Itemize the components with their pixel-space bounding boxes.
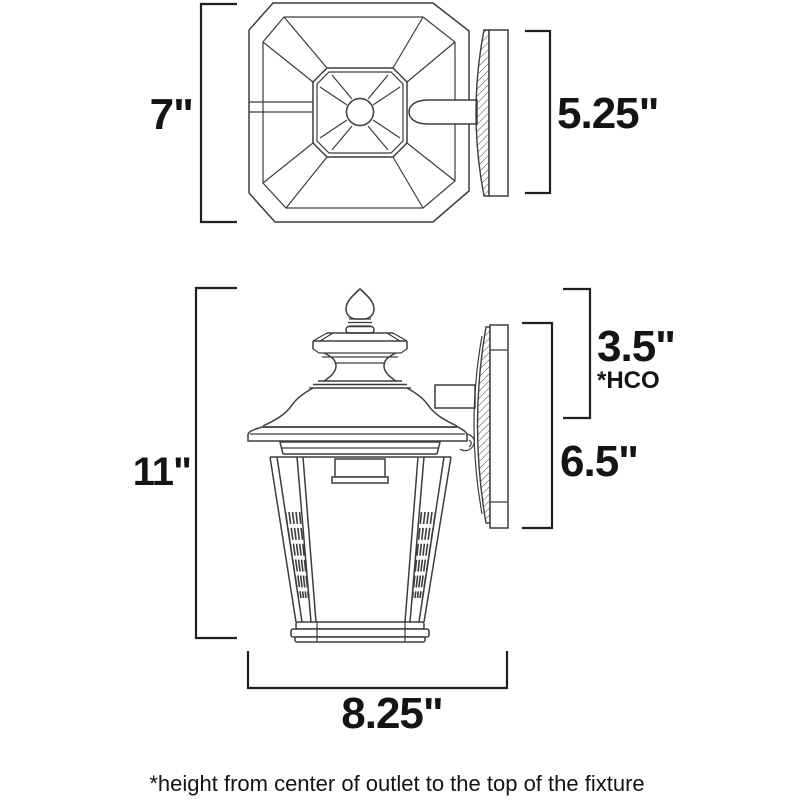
arm-scroll [459, 433, 475, 452]
hco-note: *HCO [597, 367, 660, 394]
mounting-arm-top [408, 99, 478, 125]
finial [345, 288, 375, 334]
dim-7in-bracket [199, 2, 237, 224]
socket-box [331, 458, 389, 484]
bell-roof [262, 387, 458, 427]
dim-5-25in-label: 5.25" [557, 89, 659, 138]
dim-8-25in-label: 8.25" [341, 689, 443, 738]
backplate-top [475, 29, 509, 197]
dim-11in-bracket [194, 286, 237, 640]
dim-3-5in-label: 3.5" [597, 322, 675, 371]
dim-7in-label: 7" [150, 90, 193, 139]
base [290, 621, 430, 643]
dim-5-25in-bracket [525, 29, 552, 195]
dim-8-25in-bracket [246, 651, 509, 690]
mounting-arm-side [434, 384, 476, 409]
top-view-roof [248, 2, 470, 223]
finial-top-circle [345, 97, 375, 127]
dim-6-5in-bracket [522, 321, 554, 530]
backplate-side [473, 324, 509, 529]
dim-11in-label: 11" [133, 450, 191, 494]
dim-3-5in-bracket [563, 287, 592, 420]
roof-cap [309, 332, 411, 389]
left-ridge-band [249, 101, 313, 113]
footnote-text: *height from center of outlet to the top… [149, 771, 644, 796]
cage [269, 456, 452, 623]
louvers-right [411, 511, 437, 599]
side-view: 11" [133, 286, 676, 738]
dim-6-5in-label: 6.5" [560, 437, 638, 486]
louvers-left [284, 511, 310, 599]
brim [247, 426, 475, 455]
top-view: 7" 5.25" [150, 2, 660, 224]
